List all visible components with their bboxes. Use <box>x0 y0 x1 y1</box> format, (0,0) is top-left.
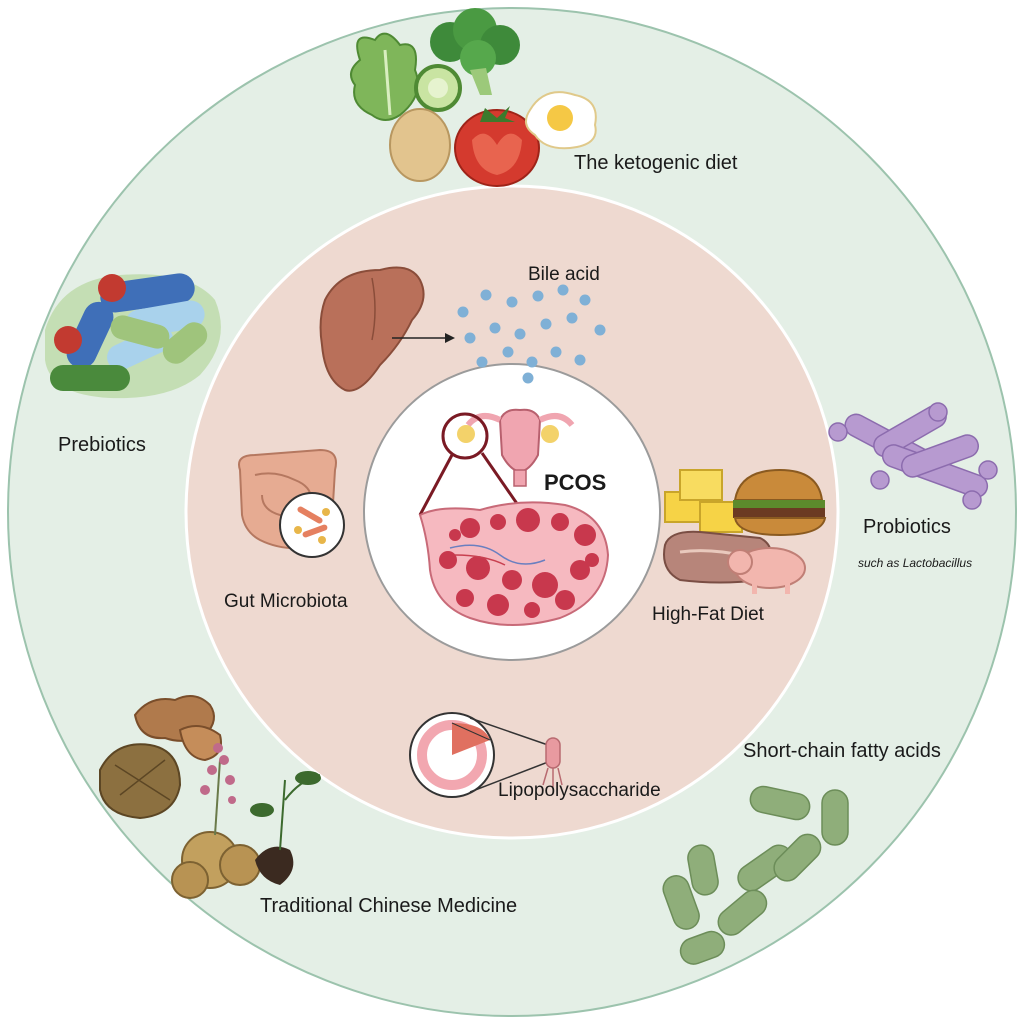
prebiotics-label: Prebiotics <box>58 434 146 456</box>
high-fat-food-icon <box>663 468 827 594</box>
bile-acid-dot <box>464 332 476 344</box>
bile-acid-dot <box>522 372 534 384</box>
gut-intestine-icon <box>238 448 345 558</box>
follicle-cyst <box>439 551 457 569</box>
probiotics-bacteria-icon <box>828 402 998 510</box>
bile-acid-dot <box>489 322 501 334</box>
bile-acid-dot <box>594 324 606 336</box>
prebiotics-pills-icon <box>45 273 221 399</box>
probiotics-example-label: such as Lactobacillus <box>858 556 973 570</box>
liver-icon <box>319 266 425 392</box>
bile-acid-dot <box>579 294 591 306</box>
follicle-cyst <box>466 556 490 580</box>
scfa-bacteria-icon <box>662 785 849 965</box>
bile-acid-dot <box>557 284 569 296</box>
bile-acid-dot <box>457 306 469 318</box>
bile-acid-dot <box>480 289 492 301</box>
liver-to-bile-arrow <box>392 333 455 343</box>
bile-acid-dot <box>566 312 578 324</box>
follicle-cyst <box>585 553 599 567</box>
follicle-cyst <box>570 560 590 580</box>
bile-acid-dot <box>574 354 586 366</box>
follicle-cyst <box>574 524 596 546</box>
scfa-label: Short-chain fatty acids <box>743 740 941 762</box>
lipopolysaccharide-icon <box>409 712 563 798</box>
bile-acid-label: Bile acid <box>528 264 600 285</box>
tcm-herbs-icon <box>99 695 321 899</box>
bile-acid-dot <box>526 356 538 368</box>
follicle-cyst <box>460 518 480 538</box>
bile-acid-dot <box>506 296 518 308</box>
follicle-cyst <box>449 529 461 541</box>
follicle-cyst <box>502 570 522 590</box>
follicle-cyst <box>524 602 540 618</box>
high-fat-diet-label: High-Fat Diet <box>652 604 764 625</box>
bile-acid-dot <box>540 318 552 330</box>
uterus-icon <box>441 408 575 487</box>
bile-acid-dot <box>514 328 526 340</box>
probiotics-label: Probiotics <box>863 516 951 538</box>
bile-acid-dot <box>532 290 544 302</box>
follicle-cyst <box>456 589 474 607</box>
lipopolysaccharide-label: Lipopolysaccharide <box>498 780 661 801</box>
bile-acid-dot <box>476 356 488 368</box>
follicle-cyst <box>516 508 540 532</box>
gut-microbiota-label: Gut Microbiota <box>224 591 348 612</box>
tcm-label: Traditional Chinese Medicine <box>260 895 518 917</box>
follicle-cyst <box>555 590 575 610</box>
follicle-cyst <box>490 514 506 530</box>
follicle-cyst <box>551 513 569 531</box>
follicle-cysts <box>439 508 599 618</box>
follicle-cyst <box>487 594 509 616</box>
center-title: PCOS <box>544 470 607 495</box>
follicle-cyst <box>532 572 558 598</box>
ketogenic-diet-label: The ketogenic diet <box>574 152 738 174</box>
bile-acid-dot <box>550 346 562 358</box>
bile-acid-dots <box>457 284 606 384</box>
ovary-cross-section <box>418 501 610 626</box>
ketogenic-food-icon <box>350 8 597 187</box>
ovary-zoom-lines <box>418 452 522 516</box>
bile-acid-dot <box>502 346 514 358</box>
